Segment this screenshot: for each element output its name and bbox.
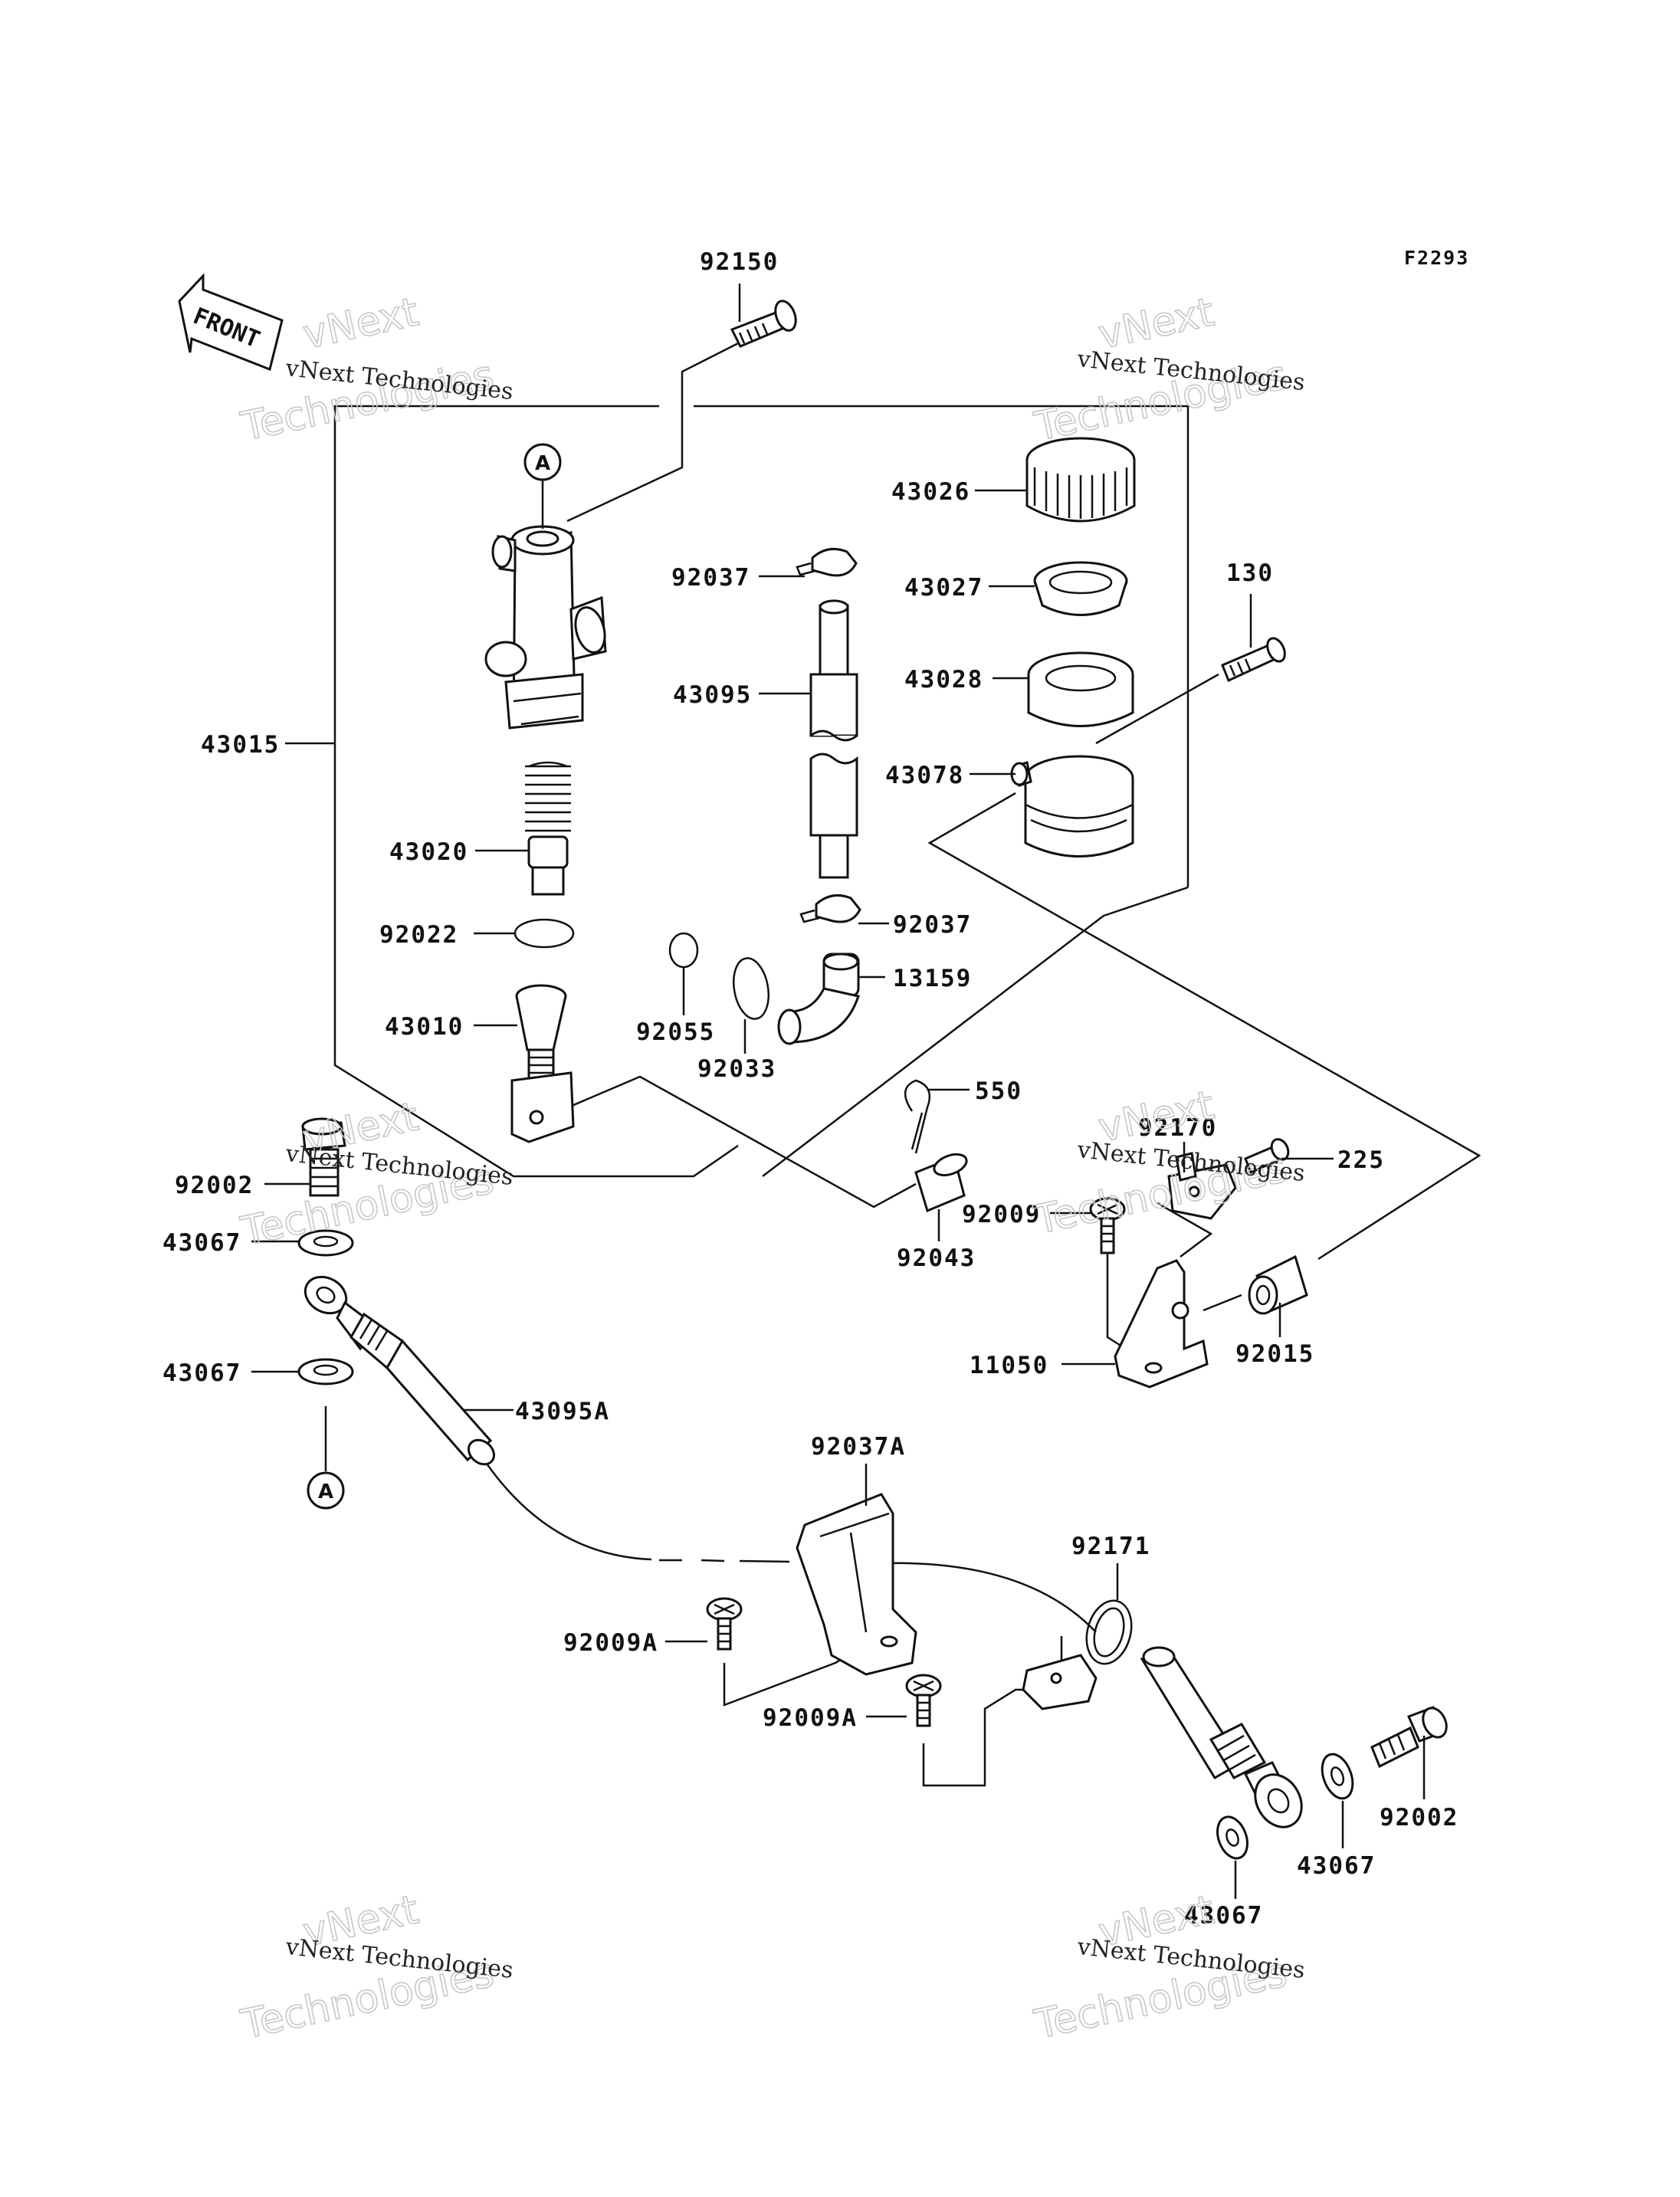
- part-92043-pin: [914, 1153, 968, 1213]
- label-92170: 92170: [1138, 1114, 1217, 1142]
- diagram-code: F2293: [1404, 247, 1469, 269]
- part-92170-clamp: [1167, 1152, 1237, 1220]
- svg-text:vNext: vNext: [1094, 289, 1218, 358]
- label-43027: 43027: [904, 574, 983, 602]
- ref-marker-a-top: A: [523, 443, 562, 529]
- part-130-bolt: [1221, 637, 1286, 683]
- label-92033: 92033: [697, 1055, 776, 1083]
- label-92002-left: 92002: [175, 1172, 254, 1199]
- part-43067-washer-d: [1216, 1815, 1249, 1860]
- label-92043: 92043: [897, 1244, 976, 1272]
- label-92150: 92150: [700, 248, 779, 276]
- label-43067-a: 43067: [162, 1229, 241, 1257]
- label-92009: 92009: [962, 1201, 1041, 1228]
- watermark-mid-right: vNext Technologies vNext Technologies: [1029, 1082, 1306, 1244]
- label-225: 225: [1337, 1146, 1385, 1174]
- part-92009-screw: [1089, 1197, 1126, 1254]
- label-43078: 43078: [885, 762, 964, 789]
- part-92150-bolt: [730, 300, 797, 348]
- label-13159: 13159: [893, 965, 972, 992]
- part-43026-cap: [1025, 437, 1136, 523]
- part-92009A-screw-a: [706, 1597, 743, 1651]
- label-43028: 43028: [904, 666, 983, 694]
- label-leaders: [251, 284, 1426, 1899]
- label-130: 130: [1226, 559, 1274, 587]
- svg-text:A: A: [318, 1481, 333, 1503]
- front-arrow-icon: FRONT: [178, 273, 284, 372]
- watermark-mid-left: vNext Technologies vNext Technologies: [236, 1094, 514, 1256]
- part-92033-circlip: [732, 957, 770, 1020]
- part-11050-bracket: [1114, 1259, 1209, 1389]
- part-92002-left-bolt: [301, 1117, 346, 1197]
- part-master-cylinder-body: [484, 525, 607, 730]
- label-92037A: 92037A: [811, 1433, 906, 1461]
- part-43067-washer-a: [297, 1229, 354, 1257]
- svg-text:vNext: vNext: [299, 289, 422, 358]
- part-92055-o-ring: [668, 932, 699, 969]
- part-92022-snap-ring: [514, 918, 575, 949]
- label-92037-top: 92037: [671, 564, 750, 592]
- label-43020: 43020: [389, 838, 468, 866]
- label-92055: 92055: [636, 1018, 715, 1046]
- part-92002-right-bolt: [1370, 1706, 1448, 1769]
- label-92009A-b: 92009A: [763, 1704, 858, 1732]
- watermark-top-left: vNext Technologies vNext Technologies: [236, 289, 514, 451]
- label-92171: 92171: [1071, 1533, 1150, 1560]
- label-43095A: 43095A: [515, 1398, 610, 1425]
- part-92009A-screw-b: [905, 1674, 942, 1727]
- part-43020-spring: [525, 761, 571, 896]
- ref-marker-a-bottom: A: [307, 1471, 345, 1510]
- part-92037-clamp-mid: [799, 894, 861, 923]
- label-92009A-a: 92009A: [563, 1629, 658, 1657]
- part-43078-reservoir: [1010, 755, 1134, 857]
- label-43067-b: 43067: [162, 1359, 241, 1387]
- part-labels: 92150 43026 92037 43027 43095 43028 130 …: [162, 248, 1459, 1930]
- watermark-bottom-right: vNext Technologies vNext Technologies: [1029, 1887, 1306, 2049]
- label-43095: 43095: [673, 681, 752, 709]
- svg-text:A: A: [535, 452, 550, 475]
- part-92171-clamp: [1022, 1599, 1133, 1710]
- label-92022: 92022: [379, 921, 458, 949]
- label-11050: 11050: [970, 1352, 1048, 1379]
- label-550: 550: [975, 1077, 1022, 1105]
- part-92015-collar: [1248, 1254, 1308, 1315]
- part-43067-washer-c: [1321, 1753, 1354, 1800]
- part-13159-elbow: [777, 953, 860, 1045]
- label-43067-c: 43067: [1297, 1852, 1376, 1880]
- part-43067-washer-b: [297, 1358, 354, 1385]
- part-43010-push-rod: [510, 984, 575, 1143]
- label-43010: 43010: [385, 1013, 464, 1041]
- part-43095A-hose-end: [1140, 1646, 1303, 1828]
- label-43015: 43015: [201, 731, 280, 759]
- label-92015: 92015: [1235, 1340, 1314, 1368]
- part-92037-clamp-top: [796, 547, 858, 577]
- watermark-top-right: vNext Technologies vNext Technologies: [1029, 289, 1306, 451]
- part-43095-hose: [809, 599, 858, 879]
- label-43026: 43026: [891, 478, 970, 506]
- label-92037-mid: 92037: [893, 911, 972, 939]
- part-550-cotter-pin: [904, 1079, 931, 1154]
- part-43095A-hose: [304, 1275, 495, 1466]
- part-43028-diaphragm: [1027, 651, 1134, 727]
- watermark-bottom-left: vNext Technologies vNext Technologies: [236, 1887, 514, 2049]
- part-92037A-guide: [796, 1493, 917, 1676]
- label-43067-d: 43067: [1184, 1902, 1263, 1930]
- part-43027-plate: [1033, 561, 1128, 616]
- label-92002-right: 92002: [1380, 1804, 1459, 1831]
